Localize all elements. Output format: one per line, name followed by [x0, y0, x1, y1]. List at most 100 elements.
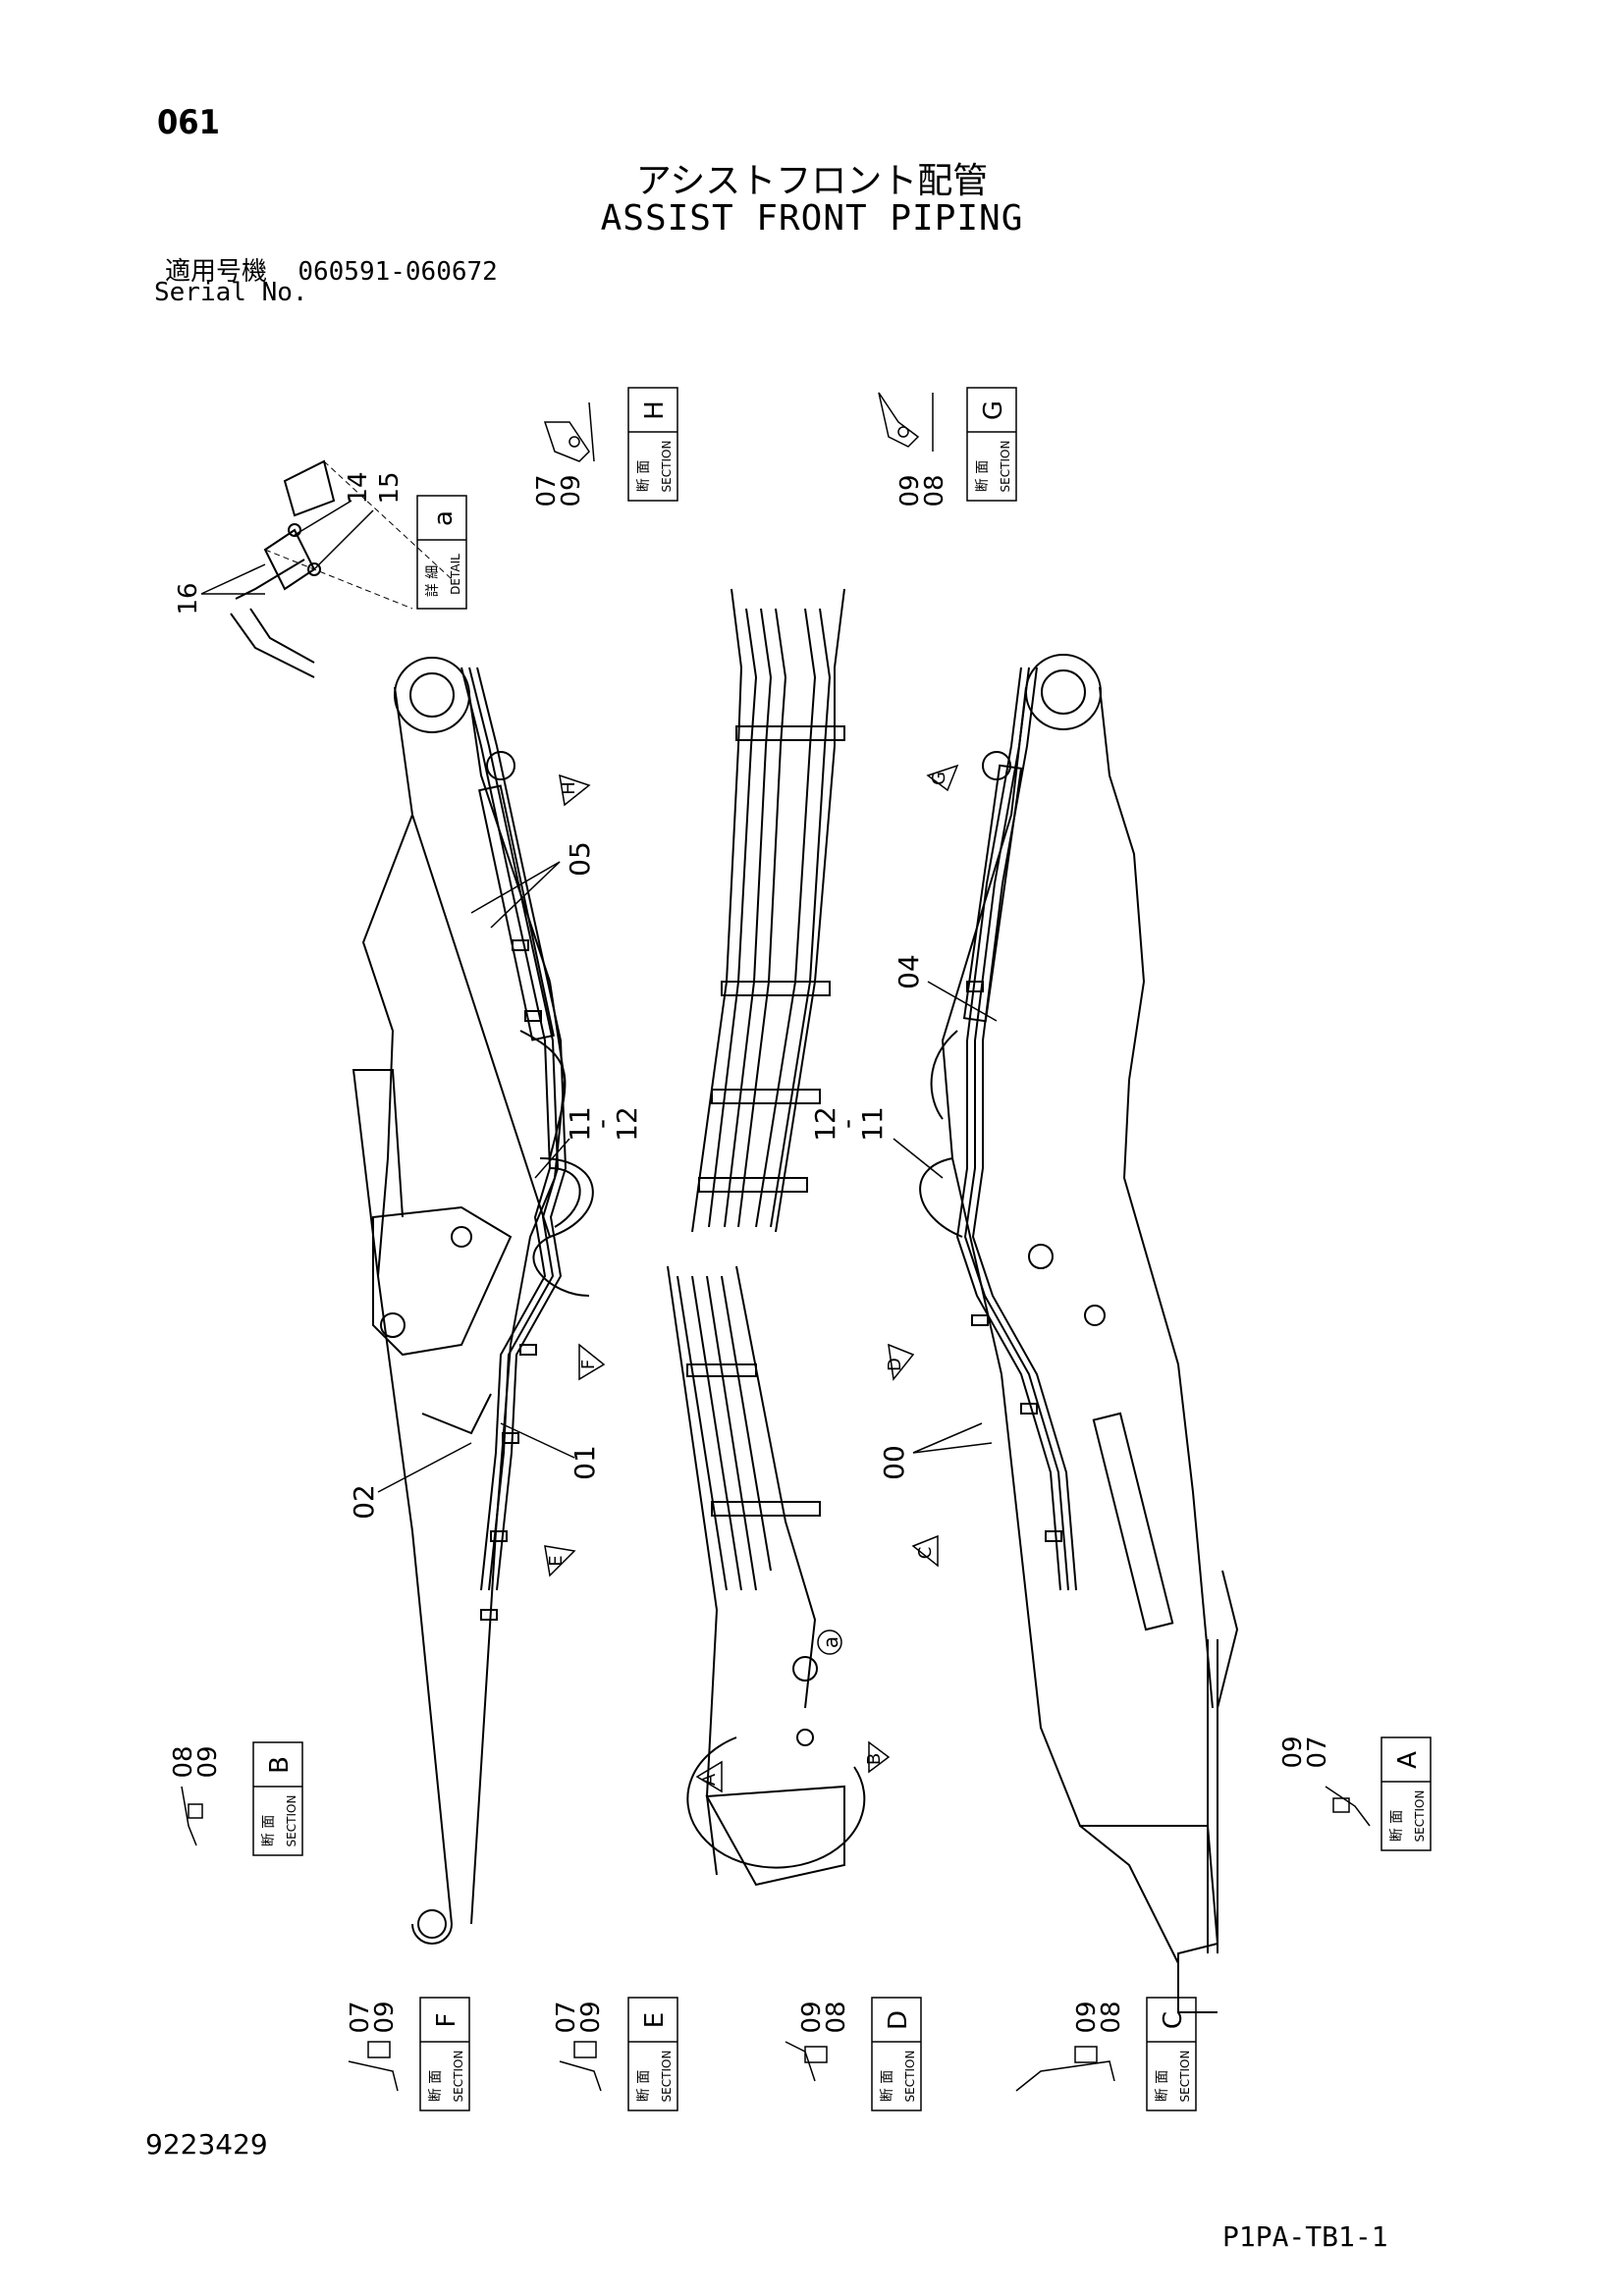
- callout-11-right: 11: [856, 1106, 889, 1142]
- section-D-letter: D: [884, 2010, 913, 2030]
- serial-line: 適用号機 060591-060672: [165, 251, 498, 288]
- section-A-kanji: 断 面: [1389, 1810, 1405, 1842]
- section-D-label: SECTION: [903, 2051, 917, 2103]
- section-C-label: SECTION: [1178, 2051, 1192, 2103]
- svg-text:E: E: [546, 1555, 567, 1566]
- detail-a-box: a 詳 細 DETAIL: [416, 495, 467, 610]
- marker-E: E: [544, 1545, 576, 1577]
- section-C-part-1: 09: [1072, 2001, 1102, 2033]
- callout-12-left: 12: [611, 1106, 643, 1142]
- marker-F: F: [578, 1343, 606, 1381]
- svg-text:B: B: [864, 1753, 885, 1765]
- marker-G: G: [926, 764, 959, 792]
- section-G-letter: G: [979, 400, 1008, 420]
- detail-a-part-15: 15: [375, 471, 405, 504]
- section-B-box: B 断 面 SECTION: [252, 1741, 303, 1856]
- detail-a-drawing: [230, 459, 453, 678]
- section-H-box: H 断 面 SECTION: [627, 387, 678, 502]
- section-F-part-2: 09: [370, 2001, 400, 2033]
- serial-range: 060591-060672: [298, 257, 498, 287]
- section-G-kanji: 断 面: [975, 460, 991, 492]
- section-B-kanji: 断 面: [261, 1815, 277, 1846]
- section-E-kanji: 断 面: [636, 2070, 652, 2102]
- section-F-box: F 断 面 SECTION: [419, 1997, 470, 2111]
- section-H-letter: H: [640, 400, 670, 420]
- detail-a-label: DETAIL: [449, 554, 462, 595]
- section-C-part-2: 08: [1097, 2001, 1126, 2033]
- section-D-box: D 断 面 SECTION: [871, 1997, 922, 2111]
- section-B-label: SECTION: [285, 1795, 298, 1847]
- section-H-kanji: 断 面: [636, 460, 652, 492]
- section-E-letter: E: [640, 2012, 670, 2028]
- section-E-label: SECTION: [660, 2051, 674, 2103]
- section-D-part-1: 09: [797, 2001, 827, 2033]
- serial-label-en: Serial No.: [154, 278, 308, 307]
- detail-a-part-16: 16: [174, 582, 203, 614]
- marker-A: A: [695, 1760, 723, 1793]
- section-B-part-2: 09: [193, 1745, 223, 1778]
- callout-00: 00: [878, 1445, 910, 1480]
- main-callouts: 05 04 11 - 12 12 - 11 01 02 00 a: [348, 841, 998, 1655]
- callout-02: 02: [348, 1484, 380, 1520]
- right-boom-arm-drawing: [919, 654, 1239, 2013]
- center-pipe-drawing: [667, 588, 866, 1887]
- marker-C: C: [911, 1534, 939, 1568]
- svg-text:F: F: [578, 1360, 599, 1369]
- section-C-box: C 断 面 SECTION: [1146, 1997, 1197, 2111]
- svg-text:G: G: [929, 772, 949, 785]
- detail-a-kanji: 詳 細: [425, 565, 441, 597]
- section-F-part-1: 07: [346, 2001, 375, 2033]
- section-G-part-2: 08: [920, 474, 949, 507]
- callout-11-left: 11: [564, 1106, 596, 1142]
- callout-dash-left: -: [585, 1119, 618, 1129]
- section-B-letter: B: [265, 1756, 295, 1774]
- section-B-part-1: 08: [169, 1745, 198, 1778]
- section-E-part-1: 07: [552, 2001, 581, 2033]
- left-boom-arm-drawing: [352, 657, 594, 1945]
- svg-text:A: A: [699, 1773, 720, 1786]
- marker-D: D: [885, 1343, 915, 1381]
- section-E-box: E 断 面 SECTION: [627, 1997, 678, 2111]
- section-part-numbers: 07 09 09 08 14 15 16 08 09 09 07 07 09 0…: [169, 471, 1332, 2033]
- callout-12-right: 12: [809, 1106, 841, 1142]
- section-sketches: [181, 392, 1371, 2092]
- page-number: 061: [157, 103, 220, 142]
- detail-a-letter: a: [429, 510, 459, 526]
- section-F-label: SECTION: [452, 2051, 465, 2103]
- serial-label-jp: 適用号機: [165, 257, 268, 287]
- section-G-label: SECTION: [999, 441, 1012, 493]
- section-D-part-2: 08: [822, 2001, 851, 2033]
- detail-ref-a: a: [819, 1636, 842, 1648]
- svg-text:H: H: [559, 781, 579, 795]
- section-A-letter: A: [1393, 1751, 1423, 1769]
- section-F-letter: F: [432, 2013, 461, 2028]
- section-markers: H G F E D C A B: [544, 764, 959, 1793]
- section-H-label: SECTION: [660, 441, 674, 493]
- section-G-part-1: 09: [895, 474, 925, 507]
- marker-H: H: [559, 774, 591, 807]
- section-A-part-1: 09: [1278, 1735, 1308, 1768]
- callout-01: 01: [568, 1445, 601, 1480]
- drawing-number: 9223429: [145, 2128, 268, 2161]
- section-C-kanji: 断 面: [1155, 2070, 1170, 2102]
- svg-text:D: D: [885, 1358, 905, 1371]
- title-english: ASSIST FRONT PIPING: [600, 198, 1024, 239]
- callout-dash-right: -: [831, 1119, 863, 1129]
- section-A-part-2: 07: [1303, 1735, 1332, 1768]
- svg-text:C: C: [915, 1547, 936, 1560]
- marker-B: B: [864, 1740, 891, 1774]
- section-F-kanji: 断 面: [428, 2070, 444, 2102]
- section-G-box: G 断 面 SECTION: [966, 387, 1017, 502]
- detail-a-part-14: 14: [344, 471, 373, 504]
- section-C-letter: C: [1159, 2011, 1188, 2029]
- detail-a-leaders: [200, 500, 374, 595]
- callout-04: 04: [893, 954, 925, 989]
- section-H-part-2: 09: [557, 474, 586, 507]
- section-H-part-1: 07: [532, 474, 562, 507]
- section-A-label: SECTION: [1413, 1790, 1427, 1842]
- sheet-code: P1PA-TB1-1: [1222, 2220, 1388, 2253]
- title-japanese: アシストフロント配管: [635, 161, 989, 201]
- section-E-part-2: 09: [576, 2001, 606, 2033]
- section-A-box: A 断 面 SECTION: [1380, 1736, 1432, 1851]
